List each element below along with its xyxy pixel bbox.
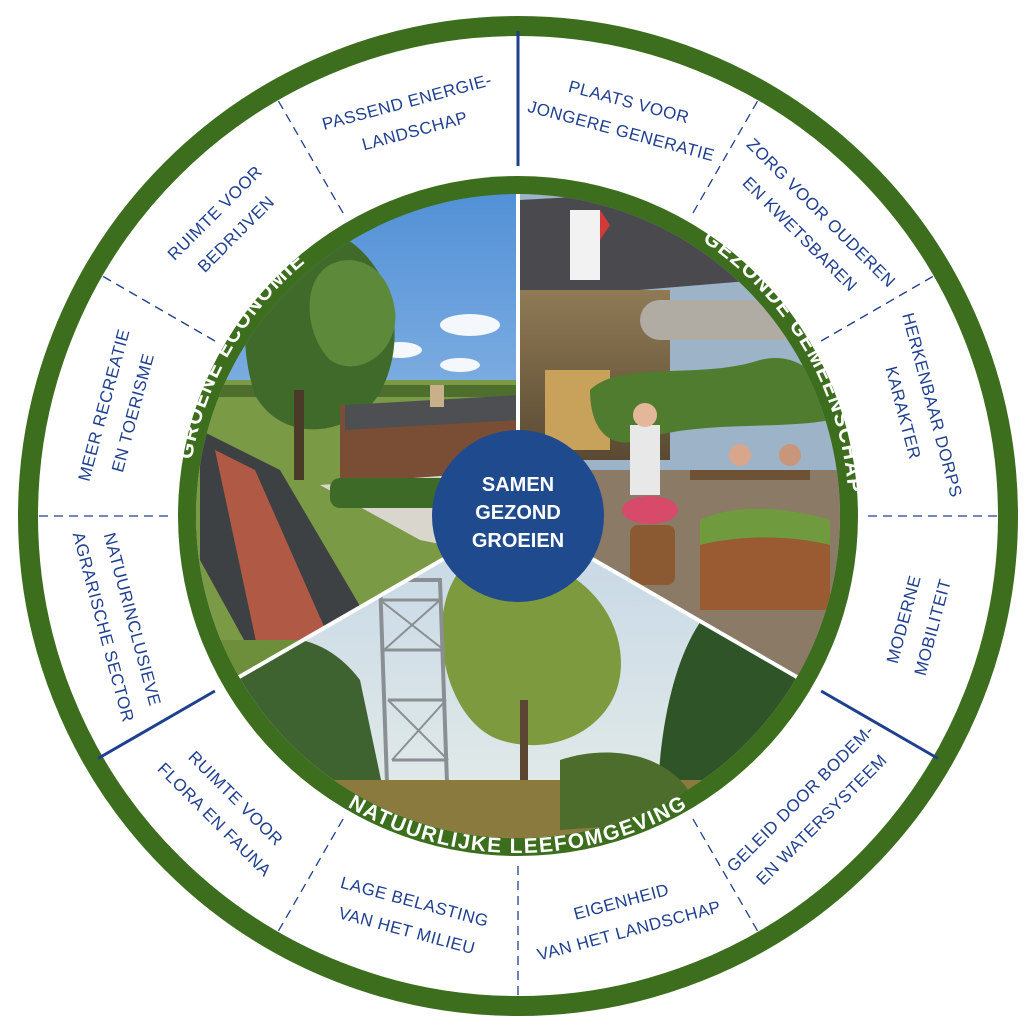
segment-divider [277,818,344,932]
center-line-1: SAMEN [482,474,554,496]
segment-divider [102,275,216,342]
theme-divider [97,689,216,760]
segment-dividers [39,31,997,995]
center-badge: SAMEN GEZOND GROEIEN [432,430,604,602]
segment-divider [692,100,759,214]
center-line-2: GEZOND [475,502,561,524]
theme-divider [820,689,939,760]
segment-divider [820,275,934,342]
segment-divider [277,100,344,214]
center-line-3: GROEIEN [472,530,564,552]
segment-divider [692,818,759,932]
outer-ring [18,16,1018,1016]
